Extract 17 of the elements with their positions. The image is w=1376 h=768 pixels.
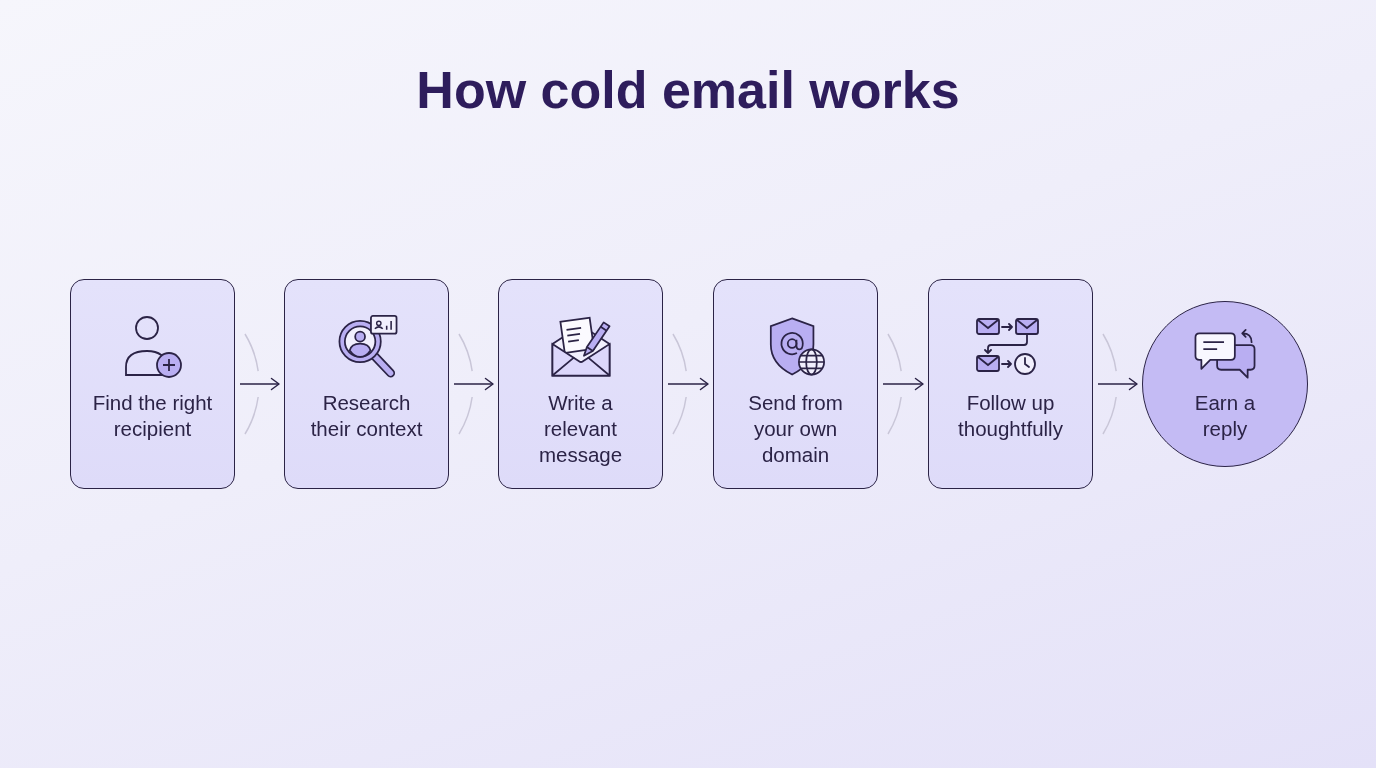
step-label: Write a relevant message — [537, 390, 624, 469]
step-card — [284, 279, 449, 489]
arrow — [453, 377, 494, 391]
step-card — [928, 279, 1093, 489]
step-label: Find the right recipient — [91, 390, 214, 443]
arrow — [239, 377, 280, 391]
arrow — [667, 377, 709, 391]
step-label: Earn a reply — [1193, 390, 1257, 443]
step-card — [713, 279, 878, 489]
step-label: Follow up thoughtfully — [957, 390, 1064, 443]
step-card — [498, 279, 663, 489]
title: How cold email works — [416, 62, 960, 120]
arrow — [882, 377, 924, 391]
step-label: Send from your own domain — [747, 390, 844, 469]
step-label: Research their context — [309, 390, 424, 443]
step-card — [70, 279, 235, 489]
arrow — [1097, 377, 1138, 391]
